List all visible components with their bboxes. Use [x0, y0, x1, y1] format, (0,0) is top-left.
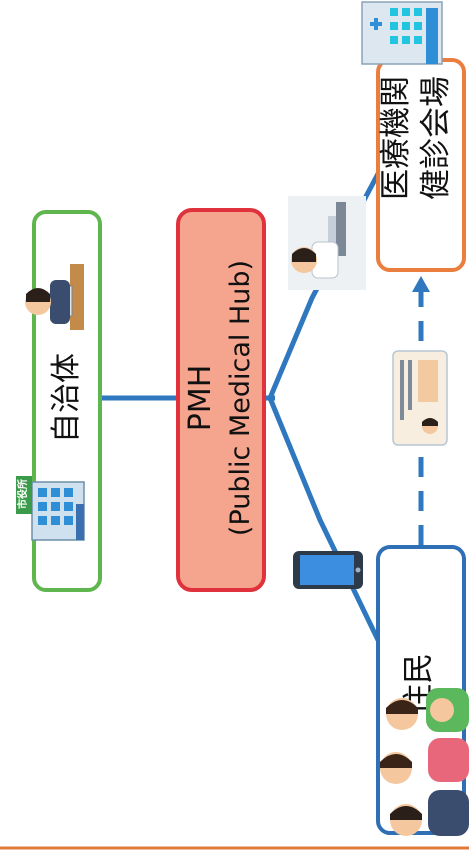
- pmh-box: [176, 208, 266, 592]
- connector-pmh-resident: [267, 397, 381, 642]
- pmh-label-main: PMH: [183, 364, 218, 432]
- my-number-card-icon: [392, 350, 448, 446]
- medical-institution-label-line2: 健診会場: [418, 76, 454, 200]
- pmh-label-sub: (Public Medical Hub): [225, 259, 256, 537]
- city-hall-sign: 市役所: [18, 479, 29, 509]
- city-hall-icon: 市役所: [14, 474, 96, 544]
- office-worker-icon: [20, 258, 100, 338]
- medical-institution-box: [376, 58, 466, 272]
- smartphone-icon: [292, 550, 364, 590]
- arrow-head-up-icon: [412, 276, 430, 292]
- doctor-computer-icon: [288, 196, 366, 290]
- hospital-building-icon: [360, 0, 444, 66]
- municipality-label: 自治体: [49, 353, 84, 443]
- family-icon: [366, 680, 469, 840]
- medical-institution-label-line1: 医療機関: [378, 76, 414, 200]
